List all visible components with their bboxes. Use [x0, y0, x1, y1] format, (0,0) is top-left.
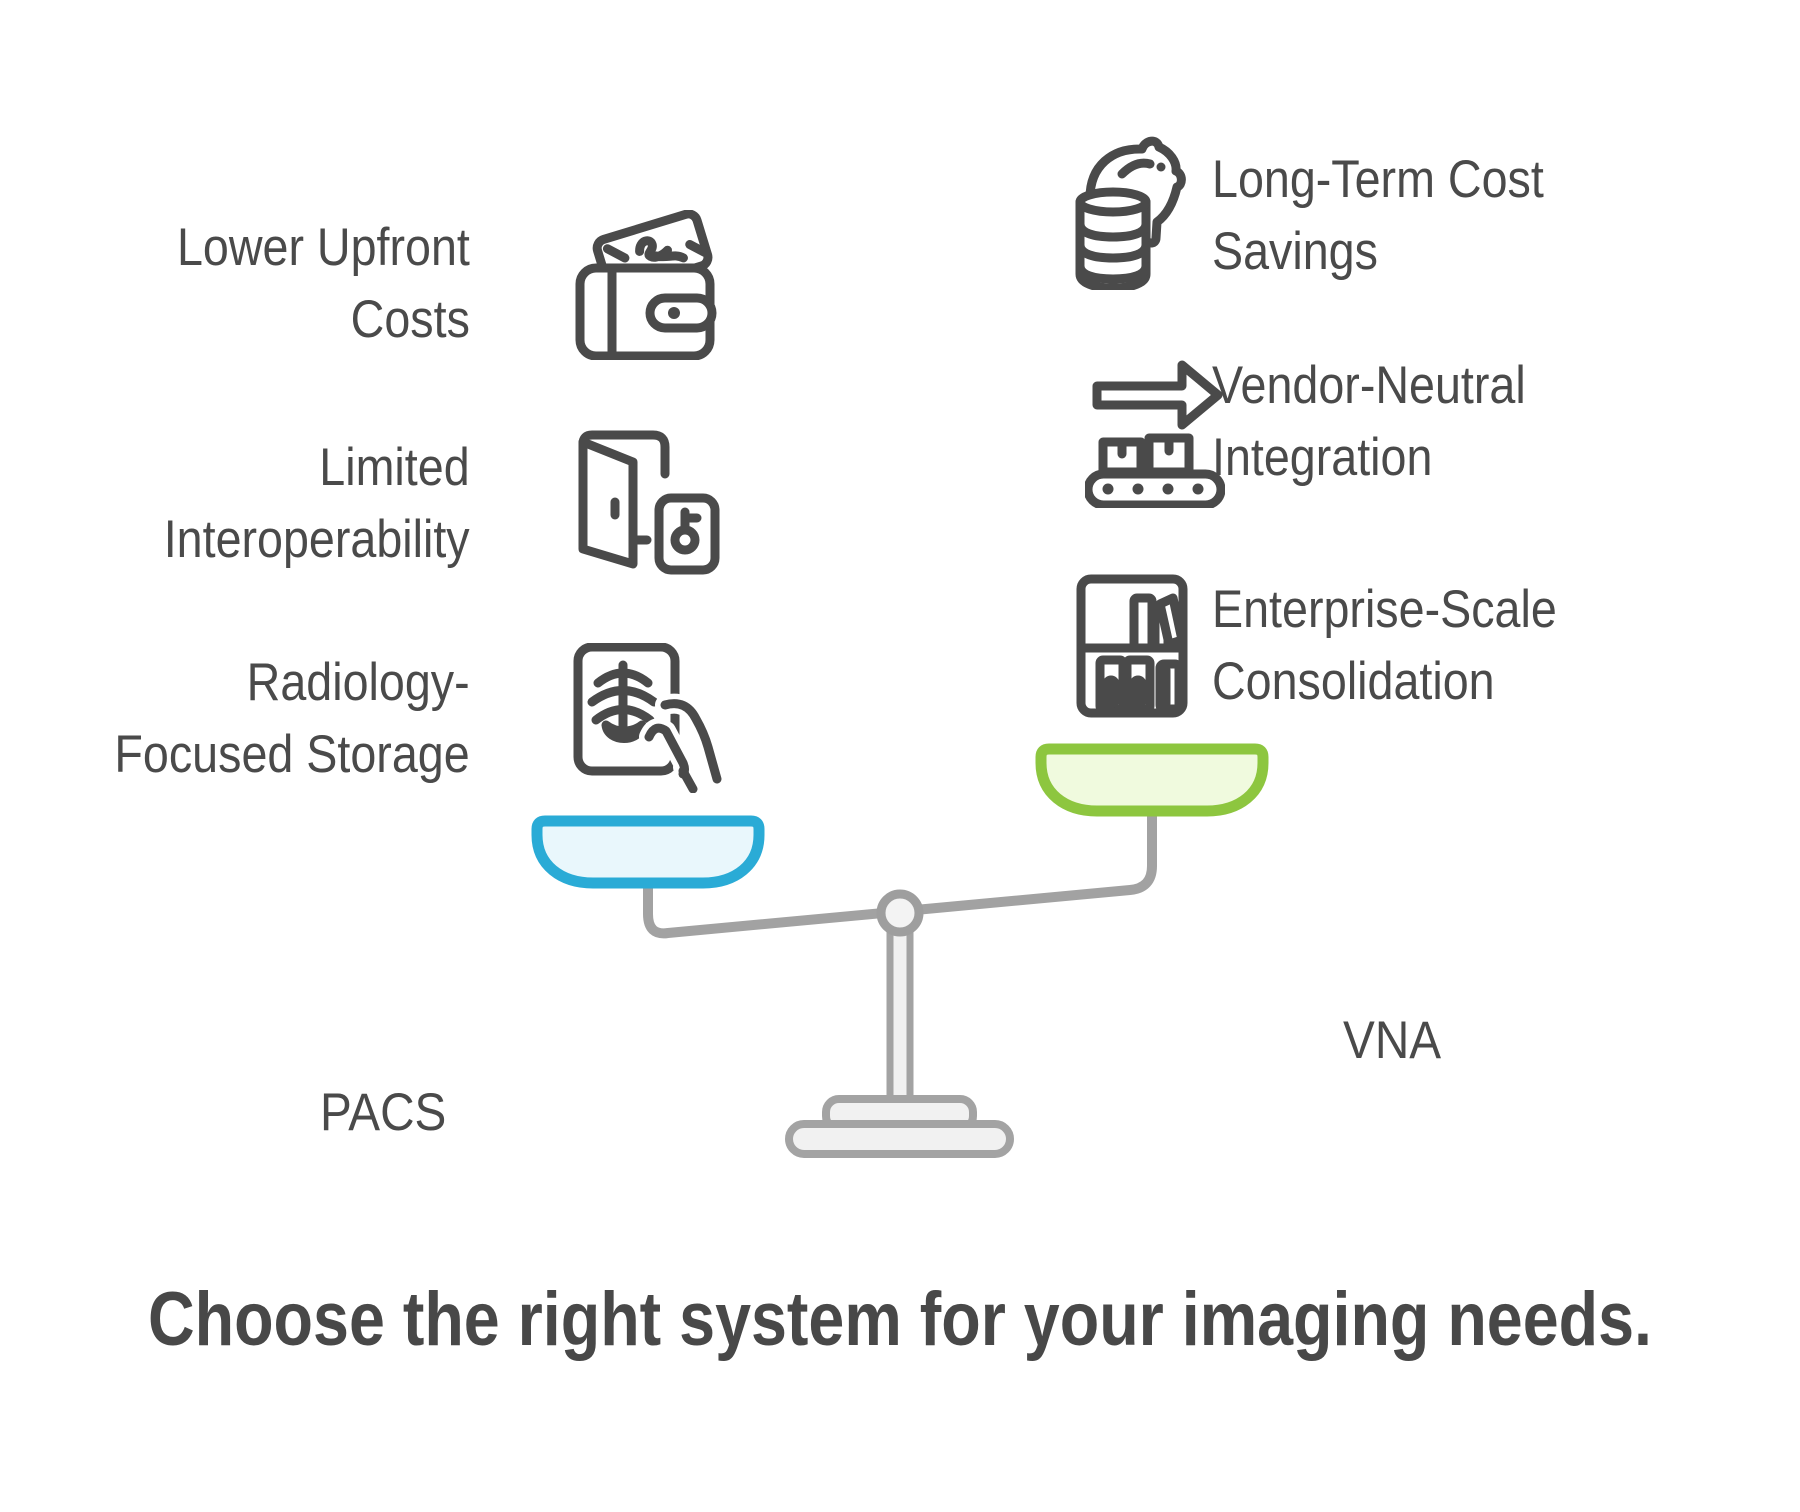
- pacs-item-3-line-2: Focused Storage: [114, 725, 470, 784]
- pacs-item-label-2: Limited Interoperability: [164, 432, 470, 576]
- xray-tablet-icon: [573, 643, 722, 793]
- vna-item-3-line-1: Enterprise-Scale: [1212, 580, 1557, 639]
- door-key-icon: [578, 430, 720, 575]
- vna-item-2-line-2: Integration: [1212, 428, 1433, 487]
- piggy-bank-icon: [1075, 136, 1186, 290]
- pacs-item-1-line-2: Costs: [350, 290, 470, 349]
- pacs-item-1-line-1: Lower Upfront: [177, 218, 470, 277]
- vna-item-label-2: Vendor-Neutral Integration: [1212, 350, 1526, 494]
- vna-item-2-line-1: Vendor-Neutral: [1212, 356, 1526, 415]
- vna-item-3-line-2: Consolidation: [1212, 652, 1495, 711]
- conveyor-arrow-icon: [1085, 360, 1225, 508]
- pacs-item-3-line-1: Radiology-: [247, 653, 470, 712]
- vna-item-label-3: Enterprise-Scale Consolidation: [1212, 574, 1557, 718]
- scale-base-bottom: [785, 1120, 1014, 1158]
- vna-item-1-line-2: Savings: [1212, 222, 1378, 281]
- page-title-text: Choose the right system for your imaging…: [147, 1277, 1652, 1362]
- page-title: Choose the right system for your imaging…: [135, 1276, 1665, 1363]
- scale-pivot: [876, 889, 924, 937]
- pacs-pan: [537, 821, 759, 883]
- vna-item-label-1: Long-Term Cost Savings: [1212, 144, 1544, 288]
- pacs-item-2-line-2: Interoperability: [164, 510, 470, 569]
- wallet-icon: [575, 210, 717, 360]
- pacs-item-label-3: Radiology- Focused Storage: [115, 647, 470, 791]
- vna-pan: [1041, 749, 1263, 811]
- pacs-label-text: PACS: [320, 1083, 447, 1142]
- pacs-label: PACS: [320, 1082, 446, 1143]
- vna-label-text: VNA: [1343, 1011, 1442, 1070]
- bookshelf-icon: [1076, 574, 1188, 718]
- pacs-item-2-line-1: Limited: [319, 438, 470, 497]
- vna-label: VNA: [1343, 1010, 1441, 1071]
- pacs-item-label-1: Lower Upfront Costs: [177, 212, 470, 356]
- scale-pole: [886, 926, 914, 1110]
- vna-item-1-line-1: Long-Term Cost: [1212, 150, 1544, 209]
